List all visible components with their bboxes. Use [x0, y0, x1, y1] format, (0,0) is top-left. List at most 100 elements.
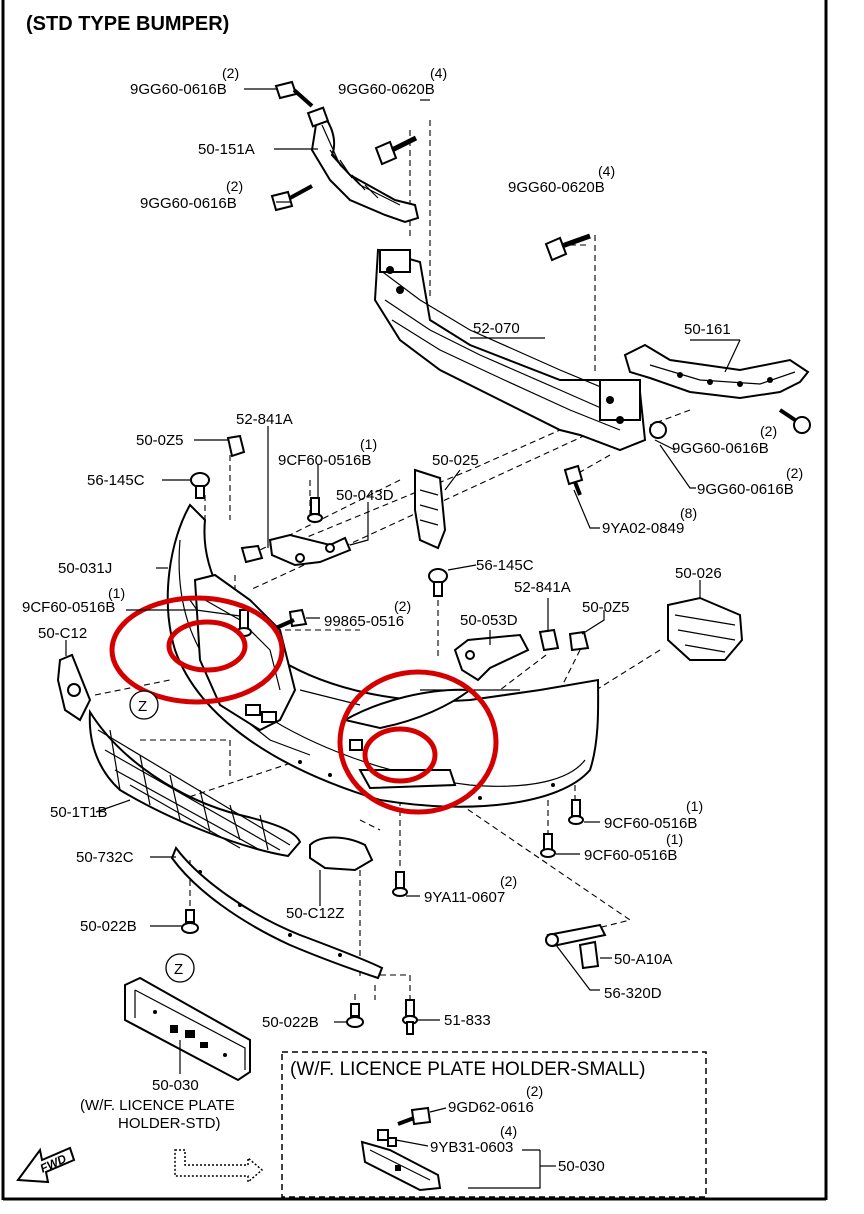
label-z-b: Z [174, 961, 183, 978]
label-50-732c: 50-732C [76, 849, 134, 866]
qty-9gg60-0620b-b: (4) [598, 163, 615, 179]
label-9cf60-0516b-a: 9CF60-0516B [278, 452, 371, 469]
qty-9cf60-0516b-d: (1) [666, 831, 683, 847]
bolt-9gg60-0620b-top [374, 135, 418, 166]
qty-99865-0516: (2) [394, 598, 411, 614]
bracket-50-043d [268, 533, 352, 567]
label-z-a: Z [138, 698, 147, 715]
label-56-145c-b: 56-145C [476, 557, 534, 574]
page-frame [1, 0, 828, 1201]
bolt-9ya02-0849 [563, 464, 584, 496]
qty-9gd62-0616: (2) [526, 1083, 543, 1099]
label-52-070: 52-070 [473, 320, 520, 337]
label-52-841a-a: 52-841A [236, 411, 293, 428]
fwd-label: FWD [38, 1151, 69, 1175]
label-50-043d: 50-043D [336, 487, 394, 504]
licence-plate-holder-small [360, 1140, 442, 1192]
clip-56-145c-left [190, 472, 210, 499]
label-50-1t1b: 50-1T1B [50, 804, 108, 821]
bracket-50-025 [414, 468, 447, 550]
label-9gg60-0616b-c: 9GG60-0616B [672, 440, 769, 457]
screw-9cf60-0516b-upper [307, 497, 323, 523]
qty-9gg60-0616b-d: (2) [786, 465, 803, 481]
highlight-right-outer [337, 669, 499, 815]
clip-50-022b-b [346, 1003, 364, 1028]
bracket-50-151a [306, 106, 420, 224]
label-50-025: 50-025 [432, 452, 479, 469]
qty-9gg60-0616b-a: (2) [222, 65, 239, 81]
rivet-9yb31-0603 [377, 1129, 397, 1147]
inset-title: (W/F. LICENCE PLATE HOLDER-SMALL) [290, 1059, 645, 1080]
label-50-030-a-note2: HOLDER-STD) [118, 1115, 221, 1132]
clip-50-0z5-left [226, 434, 246, 458]
qty-9gg60-0616b-c: (2) [760, 423, 777, 439]
label-50-031j: 50-031J [58, 560, 112, 577]
qty-9cf60-0516b-c: (1) [686, 798, 703, 814]
label-50-030-b: 50-030 [558, 1158, 605, 1175]
clip-50-022b-a [181, 909, 199, 934]
label-9gg60-0620b-a: 9GG60-0620B [338, 81, 435, 98]
qty-9cf60-0516b-a: (1) [360, 436, 377, 452]
label-9yb31-0603: 9YB31-0603 [430, 1139, 513, 1156]
clip-52-841a-left [240, 544, 264, 564]
label-50-0z5-a: 50-0Z5 [136, 432, 184, 449]
qty-9gg60-0620b-a: (4) [430, 65, 447, 81]
bolt-99865-0516 [275, 608, 308, 630]
view-z-circle-b [165, 953, 195, 983]
bolt-9gg60-0616b-right2 [649, 421, 667, 439]
qty-9ya02-0849: (8) [680, 505, 697, 521]
bolt-9gd62-0616 [397, 1106, 432, 1126]
label-50-030-a: 50-030 [152, 1077, 199, 1094]
clip-52-841a-right [538, 628, 560, 652]
label-50-053d: 50-053D [460, 612, 518, 629]
label-9cf60-0516b-b: 9CF60-0516B [22, 599, 115, 616]
label-50-022b-b: 50-022B [262, 1014, 319, 1031]
bracket-50-053d [453, 633, 530, 682]
screw-9cf60-0516b-right-b [540, 833, 556, 858]
label-56-145c-a: 56-145C [87, 472, 145, 489]
qty-9gg60-0616b-b: (2) [226, 178, 243, 194]
lamp-housing-50-026 [667, 596, 744, 661]
highlight-marks [109, 595, 499, 815]
tow-hook-56-320d [545, 923, 607, 948]
label-9cf60-0516b-d: 9CF60-0516B [584, 847, 677, 864]
qty-9ya11-0607: (2) [500, 873, 517, 889]
fwd-arrow: FWD [16, 1146, 76, 1184]
cover-50-c12z [309, 836, 374, 872]
bracket-50-161 [623, 343, 810, 400]
label-51-833: 51-833 [444, 1012, 491, 1029]
label-50-c12z: 50-C12Z [286, 905, 344, 922]
screw-9ya11-0607 [392, 871, 408, 897]
label-50-022b-a: 50-022B [80, 918, 137, 935]
part-labels: (2) 9GG60-0616B (4) 9GG60-0620B 50-151A … [22, 65, 803, 1175]
label-50-151a: 50-151A [198, 141, 255, 158]
label-9gg60-0616b-a: 9GG60-0616B [130, 81, 227, 98]
label-50-0z5-b: 50-0Z5 [582, 599, 630, 616]
qty-9yb31-0603: (4) [500, 1123, 517, 1139]
label-50-c12: 50-C12 [38, 625, 87, 642]
label-99865-0516: 99865-0516 [324, 613, 404, 630]
label-50-161: 50-161 [684, 321, 731, 338]
label-9gg60-0616b-d: 9GG60-0616B [697, 481, 794, 498]
strip-50-732c [170, 845, 384, 980]
screw-51-833 [402, 999, 418, 1035]
label-9gg60-0616b-b: 9GG60-0616B [140, 195, 237, 212]
label-50-030-a-note1: (W/F. LICENCE PLATE [80, 1097, 235, 1114]
leader-lines [65, 88, 741, 1147]
label-56-320d: 56-320D [604, 985, 662, 1002]
label-50-a10a: 50-A10A [614, 951, 672, 968]
bolt-9gg60-0620b-mid [544, 233, 591, 262]
label-9gg60-0620b-b: 9GG60-0620B [508, 179, 605, 196]
cap-50-a10a [578, 940, 600, 970]
diagram-title: (STD TYPE BUMPER) [26, 13, 229, 35]
inset-box: (W/F. LICENCE PLATE HOLDER-SMALL) [281, 1051, 707, 1198]
reinforcement-52-070 [373, 248, 647, 452]
label-9gd62-0616: 9GD62-0616 [448, 1099, 534, 1116]
clip-56-145c-right [428, 568, 448, 597]
view-z-circle-a [129, 690, 159, 720]
highlight-right-inner [362, 726, 438, 784]
bolt-9gg60-0616b-top [274, 80, 314, 108]
bolt-9gg60-0616b-right [778, 408, 811, 434]
grille-50-1t1b [88, 708, 302, 858]
